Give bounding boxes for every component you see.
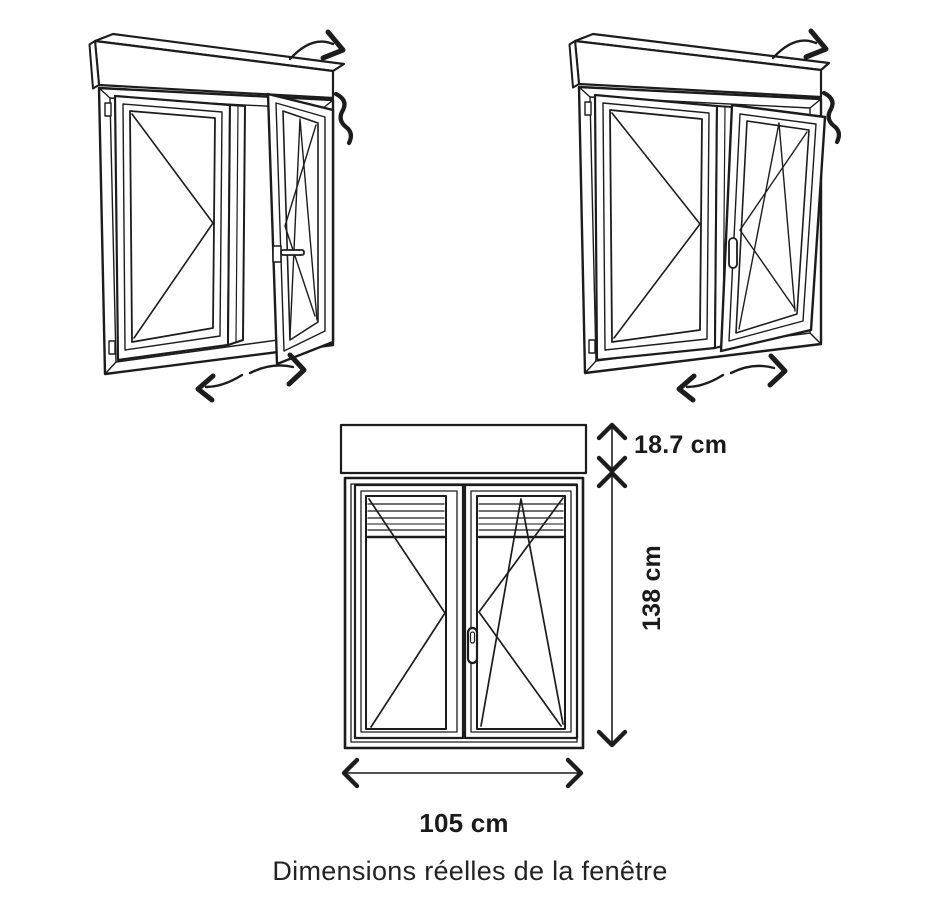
window-width-dimension-arrow (341, 757, 584, 789)
turn-mark (284, 124, 317, 317)
window-width-label: 105 cm (419, 808, 509, 838)
casement-swing-mark (611, 112, 701, 339)
tilt-mark (480, 498, 564, 727)
tilt-mark (738, 122, 796, 330)
center-mullion (227, 104, 246, 346)
hinge-icon (584, 101, 592, 116)
hinge-icon (588, 339, 596, 354)
turn-mark (739, 131, 808, 310)
right-sash (719, 103, 827, 353)
roller-shutter-box (88, 32, 346, 100)
window-front-view-drawing (339, 422, 628, 789)
shutter-slats (366, 503, 446, 539)
tilt-mark (289, 118, 318, 338)
right-sash (463, 483, 579, 740)
left-sash (353, 483, 465, 740)
handle-icon (466, 626, 479, 665)
rotation-arrow-icon (771, 28, 829, 60)
left-sash (113, 94, 232, 362)
shutter-box-height-label: 18.7 cm (634, 431, 728, 459)
handle-icon (728, 237, 738, 269)
casement-swing-mark (131, 113, 214, 339)
hinge-icon (104, 102, 112, 117)
rotation-arrow-icon (288, 29, 346, 61)
casement-swing-mark (368, 498, 446, 728)
roller-shutter-box (339, 423, 588, 475)
swing-arrows-icon (195, 352, 307, 403)
roller-shutter-box (568, 32, 831, 99)
window-perspective-closed-drawing (568, 28, 842, 403)
shutter-curtain-arrow-icon (333, 91, 354, 146)
swing-arrows-icon (676, 353, 788, 403)
window-perspective-open-drawing (88, 29, 354, 403)
turn-mark (478, 497, 564, 727)
window-height-dimension-arrow (596, 470, 628, 748)
handle-icon (280, 249, 305, 256)
hinge-icon (108, 340, 116, 355)
shutter-curtain-arrow-icon (821, 90, 842, 145)
window-height-label: 138 cm (637, 545, 666, 631)
box-height-dimension-arrow (596, 422, 628, 474)
diagram-caption: Dimensions réelles de la fenêtre (272, 856, 668, 886)
right-sash-open (266, 92, 335, 366)
left-sash (593, 93, 719, 362)
